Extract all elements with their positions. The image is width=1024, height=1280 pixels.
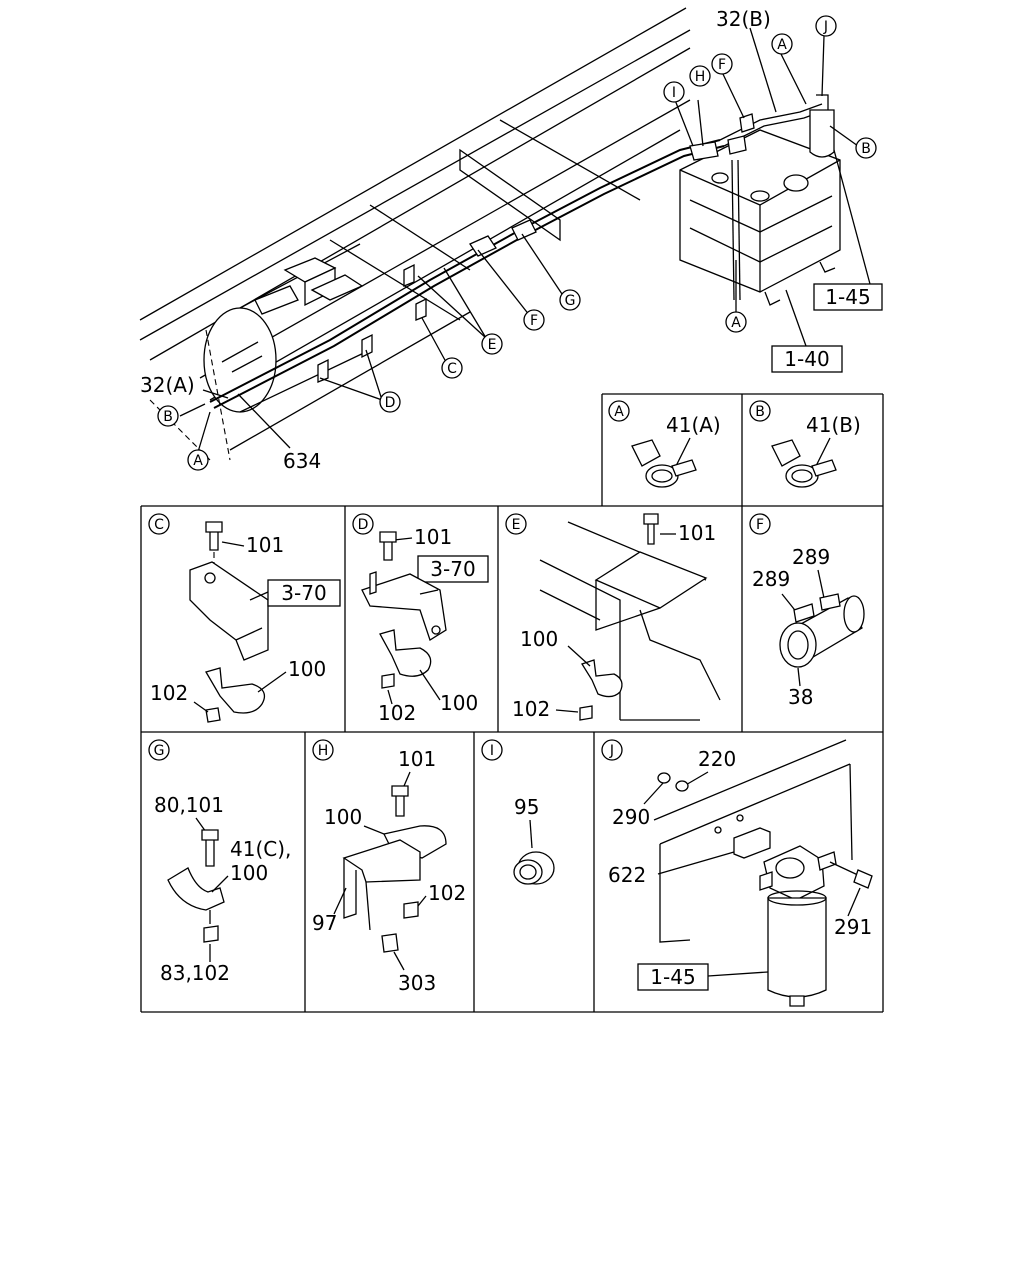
callout-circle-c: C [441,357,463,379]
panel-f-289b: 289 [752,567,790,591]
panel-j: J 220 290 622 291 1-45 [601,739,873,1007]
panel-a: A 41(A) [608,400,721,488]
panel-j-letter: J [609,743,614,759]
svg-text:H: H [695,69,706,85]
panel-h-letter: H [318,743,329,759]
panel-i-95: 95 [514,795,539,819]
label-32a: 32(A) [140,373,195,397]
panel-g-41c: 41(C), [230,837,291,861]
callout-circle-a-bottom: A [725,311,747,333]
panel-g: G 80,101 41(C), 100 83,102 [148,739,291,985]
panel-c-101: 101 [246,533,284,557]
svg-text:A: A [731,315,741,331]
svg-text:G: G [565,293,576,309]
svg-text:F: F [718,57,726,73]
panel-j-291: 291 [834,915,872,939]
panel-c-letter: C [154,517,164,533]
callout-circle-a-top: A [771,33,793,55]
panel-g-letter: G [154,743,165,759]
ref-box-1-45 [813,283,883,311]
panel-i: I 95 [481,739,555,885]
panel-g-100: 100 [230,861,268,885]
panel-h-100: 100 [324,805,362,829]
svg-text:A: A [777,37,787,53]
overview-labels: 32(A) 634 32(B) 1-45 1-40 [140,7,883,473]
label-32b: 32(B) [716,7,771,31]
overview-leaders [179,27,871,453]
panel-b: B 41(B) [749,400,861,488]
panel-e-letter: E [512,517,521,533]
callout-circle-f-top: F [711,53,733,75]
panel-d-ref: 3-70 [430,557,475,581]
panel-i-letter: I [490,743,494,759]
panel-b-part: 41(B) [806,413,861,437]
callout-circle-d: D [379,391,401,413]
panel-a-letter: A [614,404,624,420]
panel-d-ref-box [417,555,489,583]
panel-j-220: 220 [698,747,736,771]
panel-c-100: 100 [288,657,326,681]
panel-c-ref-box [267,579,341,607]
svg-text:I: I [672,85,676,101]
panel-d-102: 102 [378,701,416,725]
callout-circle-f: F [523,309,545,331]
panel-j-290: 290 [612,805,650,829]
panel-f-289a: 289 [792,545,830,569]
panel-b-letter: B [755,404,765,420]
overview-drawing [139,7,841,461]
panel-h: H 101 100 102 97 303 [312,739,466,995]
ref-box-1-40 [771,345,843,373]
callout-circle-i: I [663,81,685,103]
overview-callouts: B A D C E F G I H F A J B A [157,15,877,471]
panel-d-100: 100 [440,691,478,715]
label-634: 634 [283,449,321,473]
panel-c-ref: 3-70 [281,581,326,605]
svg-text:B: B [163,409,173,425]
callout-circle-j: J [815,15,837,37]
callout-circle-a-left: A [187,449,209,471]
panel-h-102: 102 [428,881,466,905]
svg-text:F: F [530,313,538,329]
panel-grid [140,393,884,1013]
panel-h-97: 97 [312,911,337,935]
panel-f-38: 38 [788,685,813,709]
panel-j-ref: 1-45 [650,965,695,989]
panel-d-letter: D [358,517,369,533]
panel-e-102: 102 [512,697,550,721]
ref-label-1-40: 1-40 [784,347,829,371]
panel-e: E 101 100 102 [505,513,721,721]
panel-g-83-102: 83,102 [160,961,230,985]
callout-circle-b-left: B [157,405,179,427]
panel-e-101: 101 [678,521,716,545]
panel-d: D 101 3-70 102 100 [352,513,489,725]
panel-e-100: 100 [520,627,558,651]
svg-text:D: D [385,395,396,411]
callout-circle-h: H [689,65,711,87]
panel-g-80-101: 80,101 [154,793,224,817]
panel-j-ref-box [637,963,709,991]
panel-c: C 101 3-70 100 102 [148,513,341,723]
callout-circle-e: E [481,333,503,355]
callout-circle-b-right: B [855,137,877,159]
panel-c-102: 102 [150,681,188,705]
svg-text:J: J [823,19,828,35]
panel-f: F 289 289 38 [749,513,865,709]
svg-text:C: C [447,361,457,377]
ref-label-1-45: 1-45 [825,285,870,309]
svg-text:A: A [193,453,203,469]
callout-circle-g: G [559,289,581,311]
panel-j-622: 622 [608,863,646,887]
svg-text:B: B [861,141,871,157]
panel-h-101: 101 [398,747,436,771]
svg-text:E: E [488,337,497,353]
panel-f-letter: F [756,517,764,533]
panel-d-101: 101 [414,525,452,549]
panel-h-303: 303 [398,971,436,995]
panel-a-part: 41(A) [666,413,721,437]
